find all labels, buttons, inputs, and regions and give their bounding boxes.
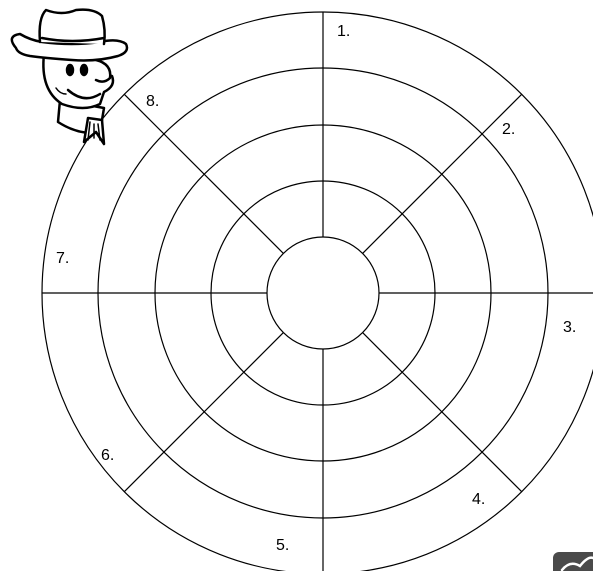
- cowboy-cartoon-icon: [12, 10, 127, 144]
- spokes-group: [42, 12, 593, 571]
- segment-label-1: 1.: [337, 23, 350, 40]
- ring-5: [42, 12, 593, 571]
- segment-labels: 1. 2. 3. 4. 5. 6. 7. 8.: [56, 23, 576, 554]
- rings-group: [42, 12, 593, 571]
- segment-label-4: 4.: [472, 491, 485, 508]
- segment-label-3: 3.: [563, 319, 576, 336]
- checkmark-badge-icon: [553, 552, 593, 571]
- segment-label-8: 8.: [146, 93, 159, 110]
- segment-label-7: 7.: [56, 250, 69, 267]
- segment-label-2: 2.: [502, 121, 515, 138]
- ring-1: [267, 237, 379, 349]
- spoke-4: [363, 333, 522, 492]
- spoke-8: [124, 94, 283, 253]
- spoke-2: [363, 94, 522, 253]
- spoke-6: [124, 333, 283, 492]
- segment-label-5: 5.: [276, 537, 289, 554]
- segment-label-6: 6.: [101, 447, 114, 464]
